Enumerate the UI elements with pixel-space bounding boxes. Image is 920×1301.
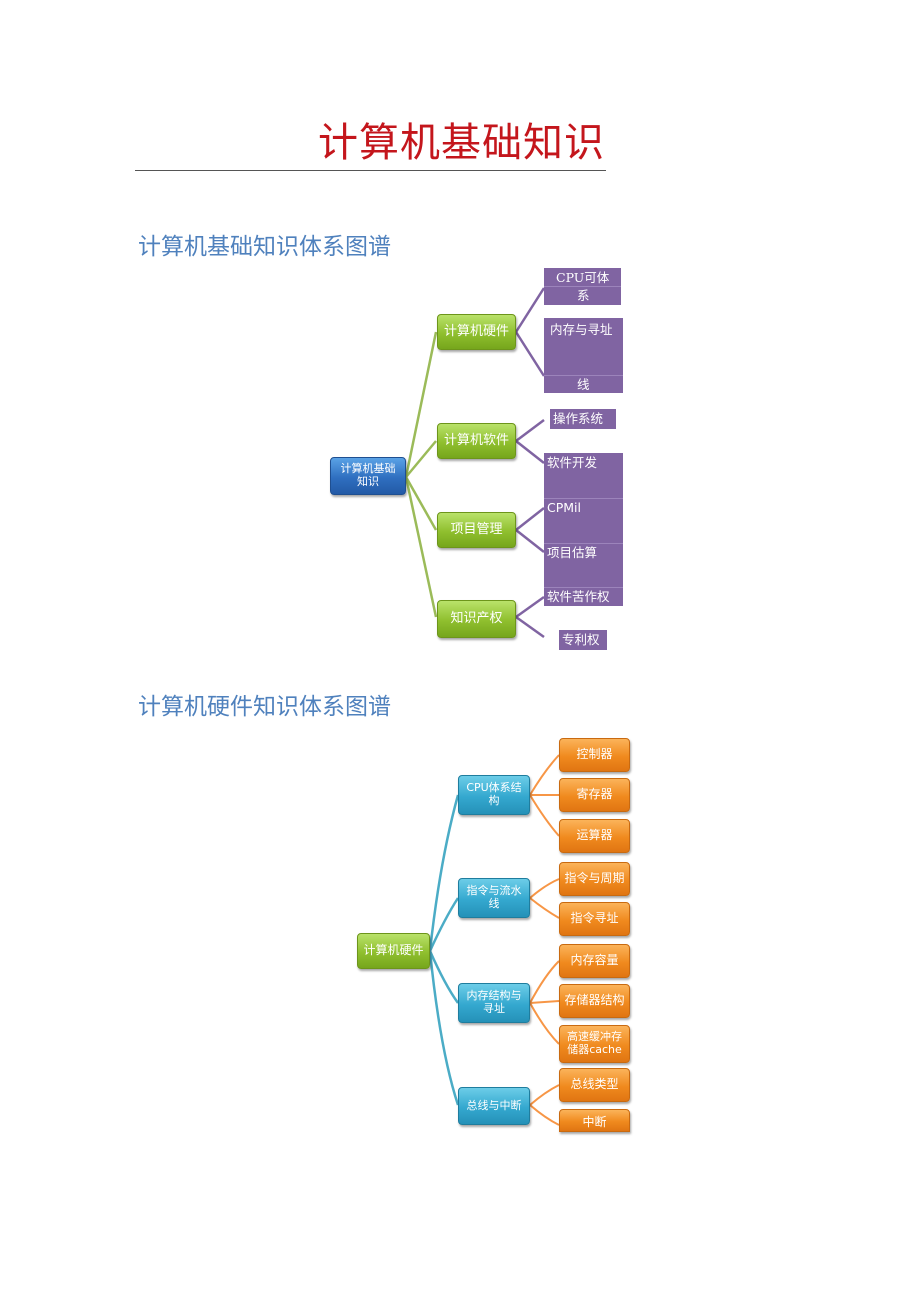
- leaf-interrupt: 中断: [559, 1109, 630, 1132]
- connector-root-hardware: [404, 331, 438, 478]
- branch-bus-interrupt: 总线与中断: [458, 1087, 530, 1125]
- leaf-patent-label: 专利权: [562, 632, 600, 647]
- branch-project-label: 项目管理: [450, 521, 503, 537]
- connector-ip-copyright: [515, 595, 545, 619]
- connector-hardware-memory: [514, 331, 546, 377]
- connector-cpu-alu: [529, 794, 560, 837]
- branch-memory-addressing: 内存结构与寻址: [458, 983, 530, 1023]
- branch-cpu-label: CPU体系结构: [466, 781, 522, 807]
- leaf-os-box: [550, 409, 616, 429]
- branch-hardware: 计算机硬件: [437, 314, 516, 350]
- connector-software-os: [515, 419, 545, 442]
- leaf-instruction-addressing-label: 指令寻址: [570, 911, 619, 926]
- leaf-dev-label: 软件开发: [547, 455, 598, 470]
- section-heading-basics: 计算机基础知识体系图谱: [138, 234, 391, 260]
- leaf-cpu-line2: 系: [577, 288, 590, 303]
- leaf-cpu-divider: [544, 286, 621, 287]
- branch-bus-label: 总线与中断: [466, 1098, 522, 1112]
- branch-ip: 知识产权: [437, 600, 516, 638]
- leaf-register: 寄存器: [559, 778, 630, 812]
- leaf-patent-box: [559, 630, 607, 650]
- page-title: 计算机基础知识: [318, 120, 605, 166]
- leaf-dev-divider-1: [544, 498, 623, 499]
- leaf-memory-line1: 内存与寻址: [550, 322, 613, 337]
- branch-project: 项目管理: [437, 512, 516, 548]
- root-node-label: 计算机基础知识: [340, 462, 396, 488]
- section-heading-hardware: 计算机硬件知识体系图谱: [138, 694, 391, 720]
- connector-memory-structure: [529, 1000, 560, 1004]
- leaf-memory-box: [544, 318, 623, 393]
- connector-pipeline-cycle: [529, 878, 560, 899]
- connector-pipeline-addressing: [529, 897, 560, 919]
- root-node-basics: 计算机基础知识: [330, 457, 406, 495]
- connector-root-project: [404, 476, 438, 531]
- branch-instruction-pipeline: 指令与流水线: [458, 878, 530, 918]
- leaf-instruction-cycle-label: 指令与周期: [564, 871, 625, 886]
- leaf-memory-structure: 存储器结构: [559, 984, 630, 1018]
- leaf-memory-divider: [544, 375, 623, 376]
- leaf-instruction-addressing: 指令寻址: [559, 902, 630, 936]
- leaf-alu: 运算器: [559, 819, 630, 853]
- branch-pipeline-label: 指令与流水线: [466, 884, 522, 910]
- leaf-register-label: 寄存器: [576, 787, 613, 802]
- connector-ip-patent: [515, 615, 545, 639]
- leaf-controller-label: 控制器: [576, 747, 613, 762]
- leaf-memory-capacity: 内存容量: [559, 944, 630, 978]
- connector-bus-type: [529, 1084, 560, 1106]
- branch-cpu-architecture: CPU体系结构: [458, 775, 530, 815]
- connector-software-dev: [515, 440, 545, 464]
- branch-memory-label: 内存结构与寻址: [466, 989, 522, 1015]
- branch-software: 计算机软件: [437, 423, 516, 459]
- connector-root-software: [405, 440, 437, 478]
- connector-root-ip: [404, 476, 438, 618]
- leaf-instruction-cycle: 指令与周期: [559, 862, 630, 896]
- connector-hw-cpu: [428, 794, 460, 952]
- leaf-copyright-label: 软件苦作权: [547, 589, 610, 604]
- leaf-dev-divider-3: [544, 587, 623, 588]
- connector-hw-pipeline: [428, 897, 460, 952]
- branch-software-label: 计算机软件: [443, 432, 509, 448]
- leaf-dev-divider-2: [544, 543, 623, 544]
- leaf-cpu-line1: CPU可体: [556, 270, 610, 285]
- connector-hw-memory: [428, 950, 460, 1004]
- leaf-bus-type: 总线类型: [559, 1068, 630, 1102]
- leaf-memory-structure-label: 存储器结构: [564, 993, 625, 1008]
- leaf-bus-type-label: 总线类型: [570, 1077, 619, 1092]
- leaf-cache: 高速缓冲存储器cache: [559, 1025, 630, 1063]
- title-underline: [135, 170, 606, 171]
- leaf-cache-label: 高速缓冲存储器cache: [567, 1030, 622, 1056]
- connector-project-cpmil: [515, 507, 545, 531]
- leaf-os-label: 操作系统: [553, 411, 604, 426]
- branch-ip-label: 知识产权: [450, 610, 503, 626]
- root-node-hardware: 计算机硬件: [357, 933, 430, 969]
- leaf-dev-group-box: [544, 453, 623, 606]
- connector-cpu-controller: [529, 754, 560, 796]
- leaf-memory-line2: 线: [577, 377, 590, 392]
- leaf-cpmil-label: CPMil: [547, 500, 581, 515]
- connector-project-estimate: [515, 529, 545, 553]
- connector-bus-interrupt: [529, 1104, 560, 1126]
- branch-hardware-label: 计算机硬件: [443, 323, 509, 339]
- root-node-hardware-label: 计算机硬件: [363, 943, 424, 958]
- connector-memory-capacity: [529, 960, 560, 1004]
- connector-memory-cache: [529, 1002, 560, 1045]
- leaf-estimate-label: 项目估算: [547, 545, 598, 560]
- leaf-memory-capacity-label: 内存容量: [570, 953, 619, 968]
- connector-hw-bus: [428, 950, 460, 1106]
- connector-hardware-cpu: [514, 287, 546, 333]
- leaf-interrupt-label: 中断: [582, 1115, 607, 1130]
- leaf-controller: 控制器: [559, 738, 630, 772]
- leaf-alu-label: 运算器: [576, 828, 613, 843]
